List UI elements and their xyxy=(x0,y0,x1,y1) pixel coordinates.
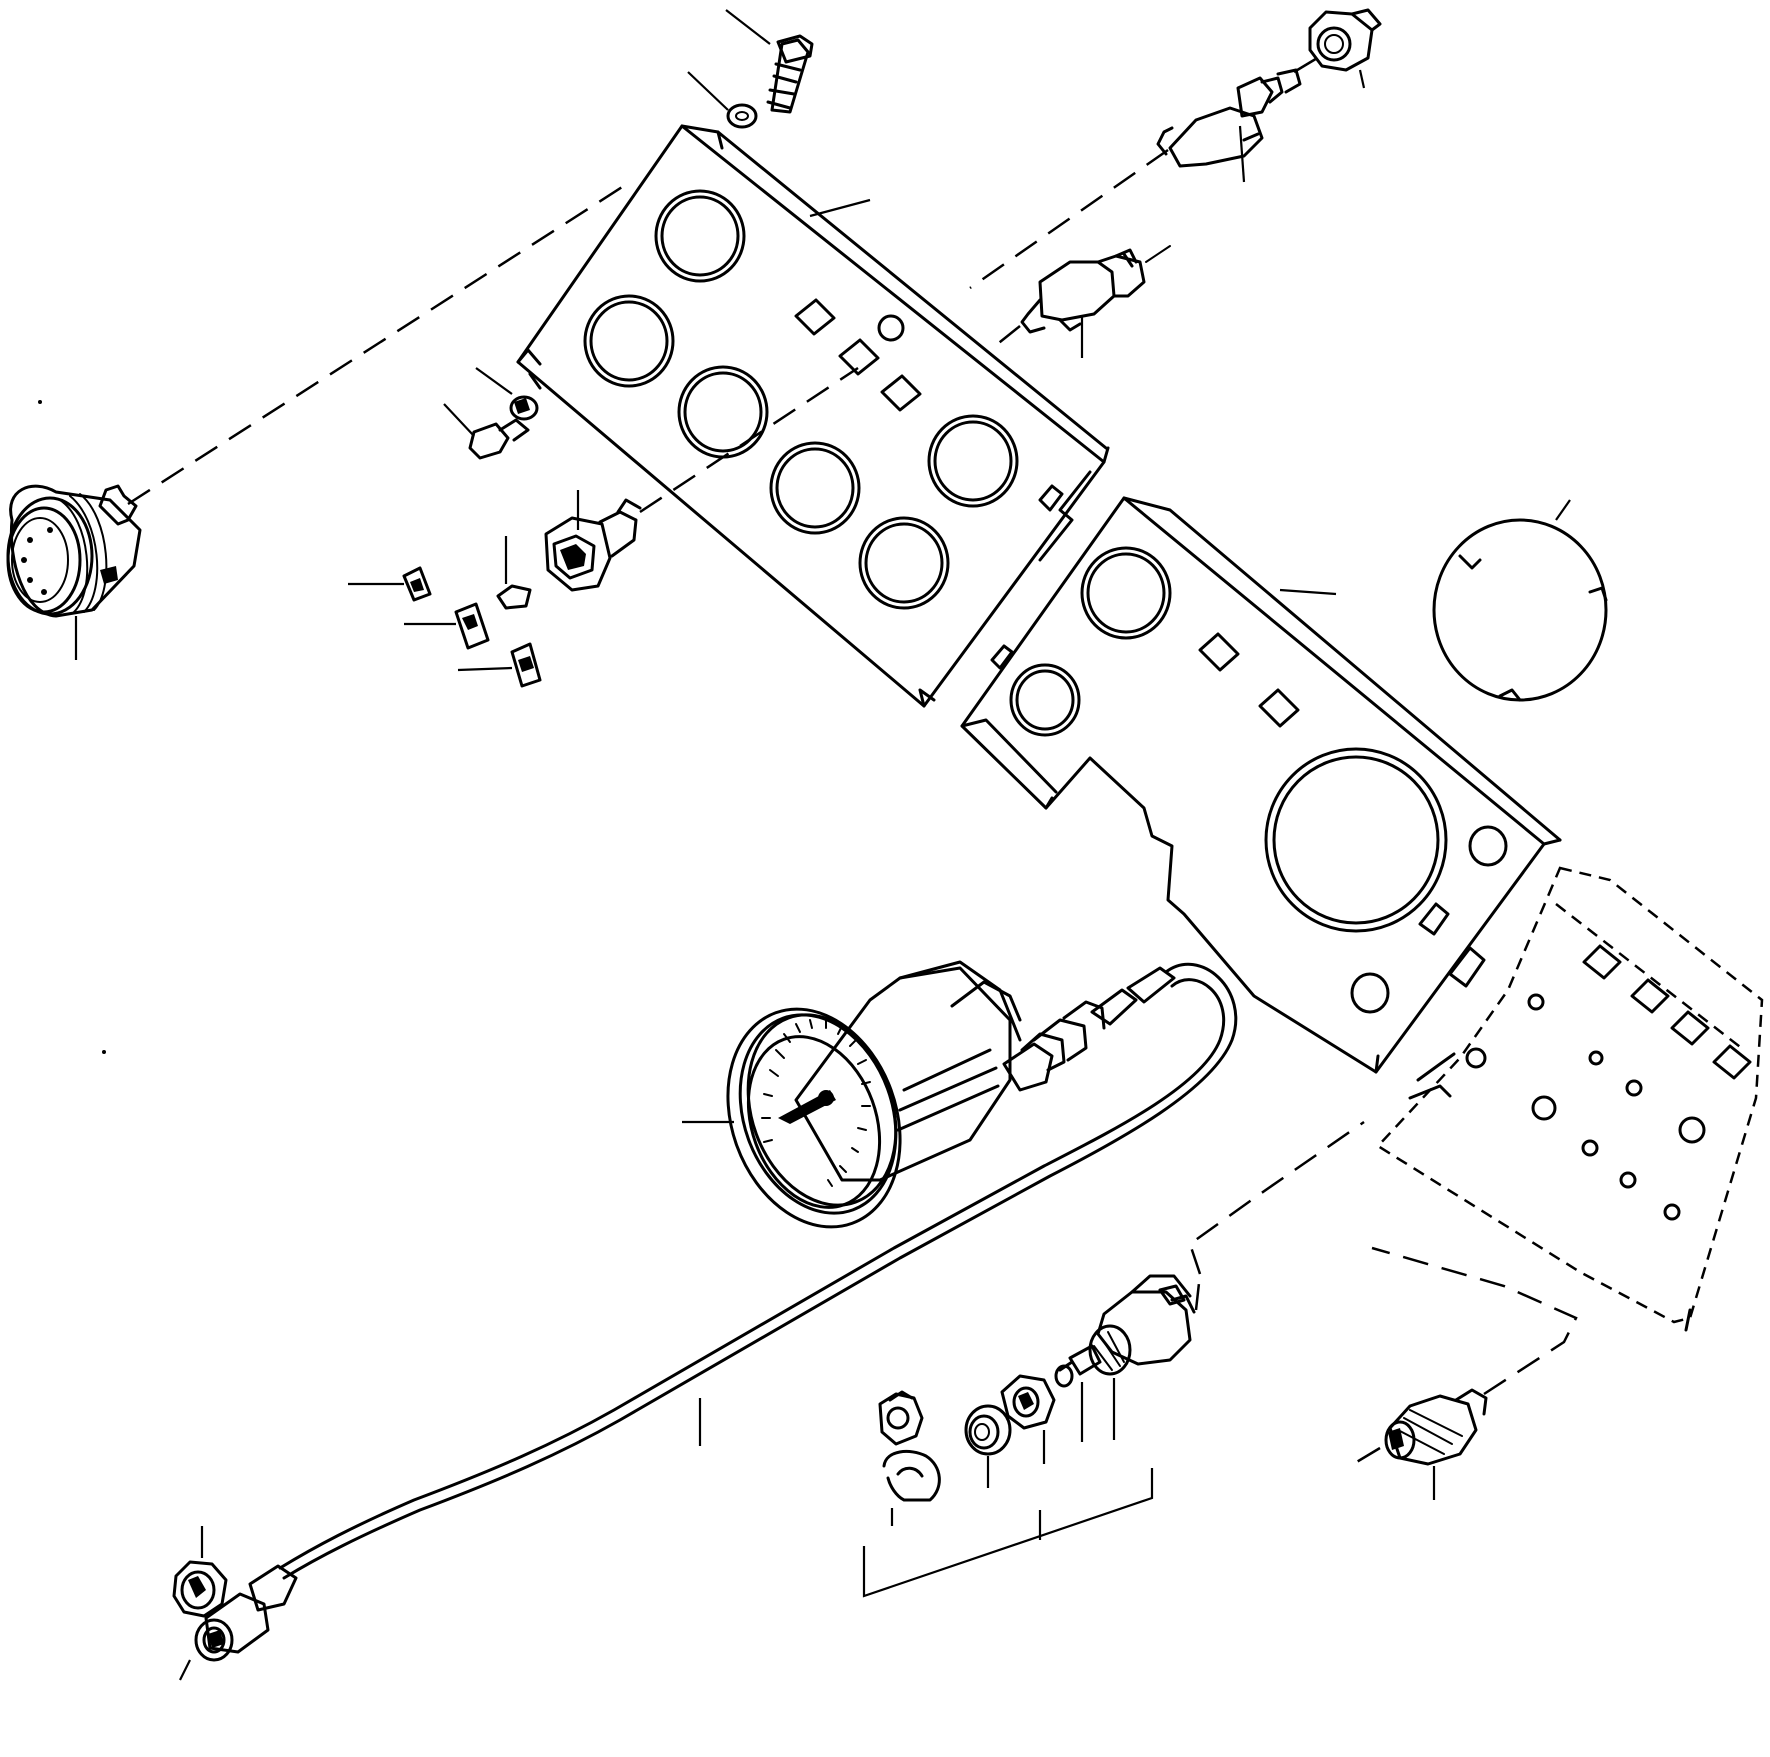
drive-cable xyxy=(179,962,1238,1681)
gauge-hole xyxy=(858,516,950,610)
panel-left xyxy=(516,124,1110,708)
clip-c xyxy=(457,642,542,688)
bulb-holder xyxy=(496,536,532,610)
clip-a xyxy=(348,566,432,602)
gauge-hole xyxy=(654,189,746,283)
switch-window xyxy=(880,374,922,412)
gauge-hole xyxy=(769,441,861,535)
adapter-nut-top xyxy=(1308,8,1382,89)
gauge-hole xyxy=(583,294,675,388)
switch-group-bracket xyxy=(862,1120,1365,1598)
decal-plate xyxy=(1376,866,1764,1332)
oil-sender xyxy=(989,245,1171,358)
switch-window xyxy=(838,338,880,376)
clip-b xyxy=(404,602,490,650)
bolt-top xyxy=(725,9,814,114)
panel-small-hole xyxy=(877,314,905,342)
gauge-hole xyxy=(677,365,769,459)
screw-mid xyxy=(443,403,530,460)
gauge-hole xyxy=(1009,663,1081,737)
switch-washer xyxy=(1054,1364,1084,1442)
lockwasher-mid xyxy=(475,367,539,421)
key-ring xyxy=(878,1390,941,1526)
pressure-switch xyxy=(1349,1246,1578,1500)
switch-window xyxy=(1198,632,1240,672)
washer-top xyxy=(687,71,758,129)
gauge-small xyxy=(6,180,631,660)
switch-window xyxy=(794,298,836,336)
temp-sender-top xyxy=(969,52,1325,290)
switch-nut xyxy=(1000,1374,1056,1464)
switch-rocker xyxy=(544,366,859,592)
retaining-ring xyxy=(1432,499,1608,702)
speck xyxy=(38,400,42,404)
gauge-hole xyxy=(927,414,1019,508)
cable-nut xyxy=(172,1526,228,1618)
panel-small-hole xyxy=(1468,825,1508,867)
gauge-hole xyxy=(1080,546,1172,640)
panel-right xyxy=(960,496,1562,1074)
switch-bezel xyxy=(964,1404,1012,1488)
panel-small-hole xyxy=(1350,972,1390,1014)
large-gauge-hole xyxy=(1264,747,1448,933)
switch-window xyxy=(1258,688,1300,728)
speck xyxy=(102,1050,106,1054)
tachometer xyxy=(682,960,1106,1229)
ignition-switch xyxy=(1058,1273,1202,1440)
